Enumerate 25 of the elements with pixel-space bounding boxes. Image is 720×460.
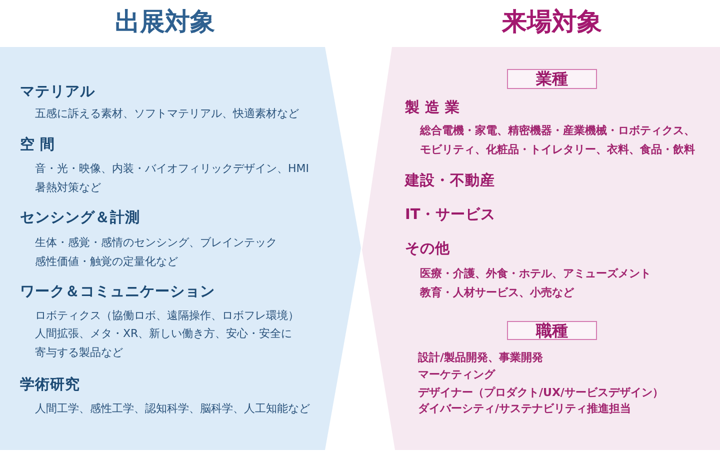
category-heading: センシング＆計測 xyxy=(20,208,140,228)
category-heading: その他 xyxy=(405,240,450,258)
list-item: デザイナー（プロダクト/UX/サービスデザイン） xyxy=(418,384,664,400)
category-heading: 学術研究 xyxy=(20,376,80,394)
description-text: ロボティクス（協働ロボ、遠隔操作、ロボフレ環境） xyxy=(35,308,299,324)
description-text: 人間拡張、メタ・XR、新しい働き方、安心・安全に寄与する製品など xyxy=(35,326,294,360)
description-text: 人間工学、感性工学、認知科学、脳科学、人工知能など xyxy=(35,400,310,416)
list-item: 設計/製品開発、事業開発 xyxy=(418,350,544,366)
heading-box: 職種 xyxy=(507,321,597,340)
category-heading: ワーク＆コミュニケーション xyxy=(20,282,215,302)
description-text: 五感に訴える素材、ソフトマテリアル、快適素材など xyxy=(35,106,299,122)
list-item: マーケティング xyxy=(418,366,495,382)
panel-heading: 出展対象 xyxy=(115,7,215,37)
heading-box: 業種 xyxy=(507,69,597,89)
category-heading: 空 間 xyxy=(20,136,56,154)
panel-heading: 来場対象 xyxy=(502,7,602,37)
description-text: 総合電機・家電、精密機器・産業機械・ロボティクス、モビリティ、化粧品・トイレタリー、衣料、食品・飲料 xyxy=(420,122,696,158)
category-heading: 建設・不動産 xyxy=(405,172,495,190)
description-text: 音・光・映像、内装・バイオフィリックデザイン、HMI暑熱対策など xyxy=(35,160,310,196)
description-text: 生体・感覚・感情のセンシング、ブレインテック感性価値・触覚の定量化など xyxy=(35,234,278,270)
category-heading: マテリアル xyxy=(20,82,95,102)
description-text: 医療・介護、外食・ホテル、アミューズメント教育・人材サービス、小売など xyxy=(420,266,652,300)
category-heading: IT・サービス xyxy=(405,206,496,224)
category-heading: 製 造 業 xyxy=(405,98,460,118)
list-item: ダイバーシティ/サステナビリティ推進担当 xyxy=(418,400,632,416)
